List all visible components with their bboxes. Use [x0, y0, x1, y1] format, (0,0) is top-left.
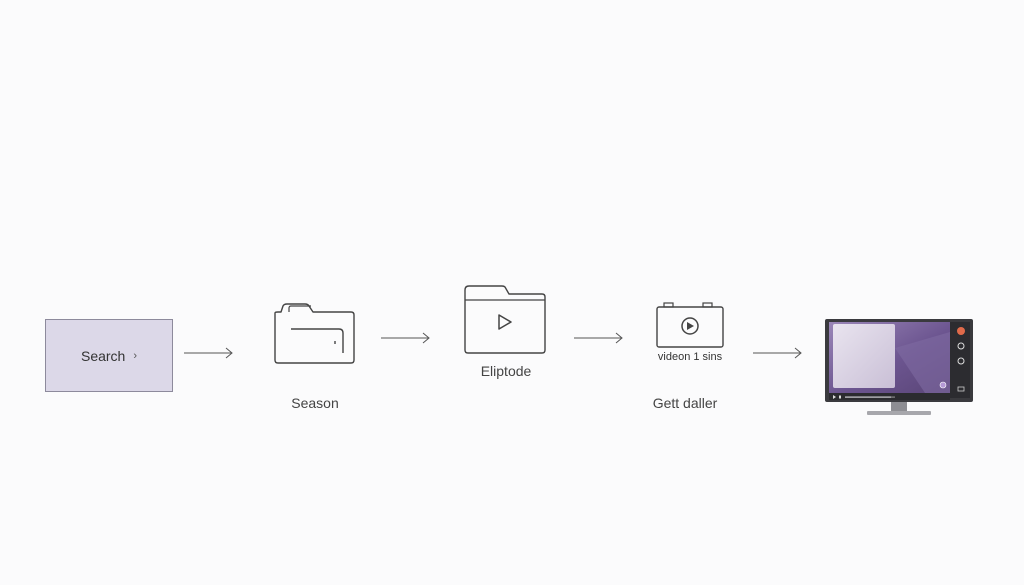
flow-arrow-2	[381, 332, 430, 344]
folder-icon	[274, 303, 355, 364]
flow-arrow-4	[753, 347, 802, 359]
flow-arrow-1	[184, 347, 233, 359]
chevron-right-icon: ›	[133, 349, 138, 362]
search-step-box[interactable]: Search ›	[45, 319, 173, 392]
step-caption-video: videon 1 sins	[657, 351, 723, 363]
monitor-video-player-icon	[825, 319, 973, 415]
camera-play-icon	[656, 302, 724, 348]
video-folder-icon	[464, 285, 546, 354]
flow-arrow-3	[574, 332, 623, 344]
step-label-gett-daller: Gett daller	[652, 395, 718, 411]
step-label-season: Season	[291, 395, 339, 411]
search-label: Search	[80, 347, 126, 364]
step-label-eliptode: Eliptode	[480, 363, 532, 379]
